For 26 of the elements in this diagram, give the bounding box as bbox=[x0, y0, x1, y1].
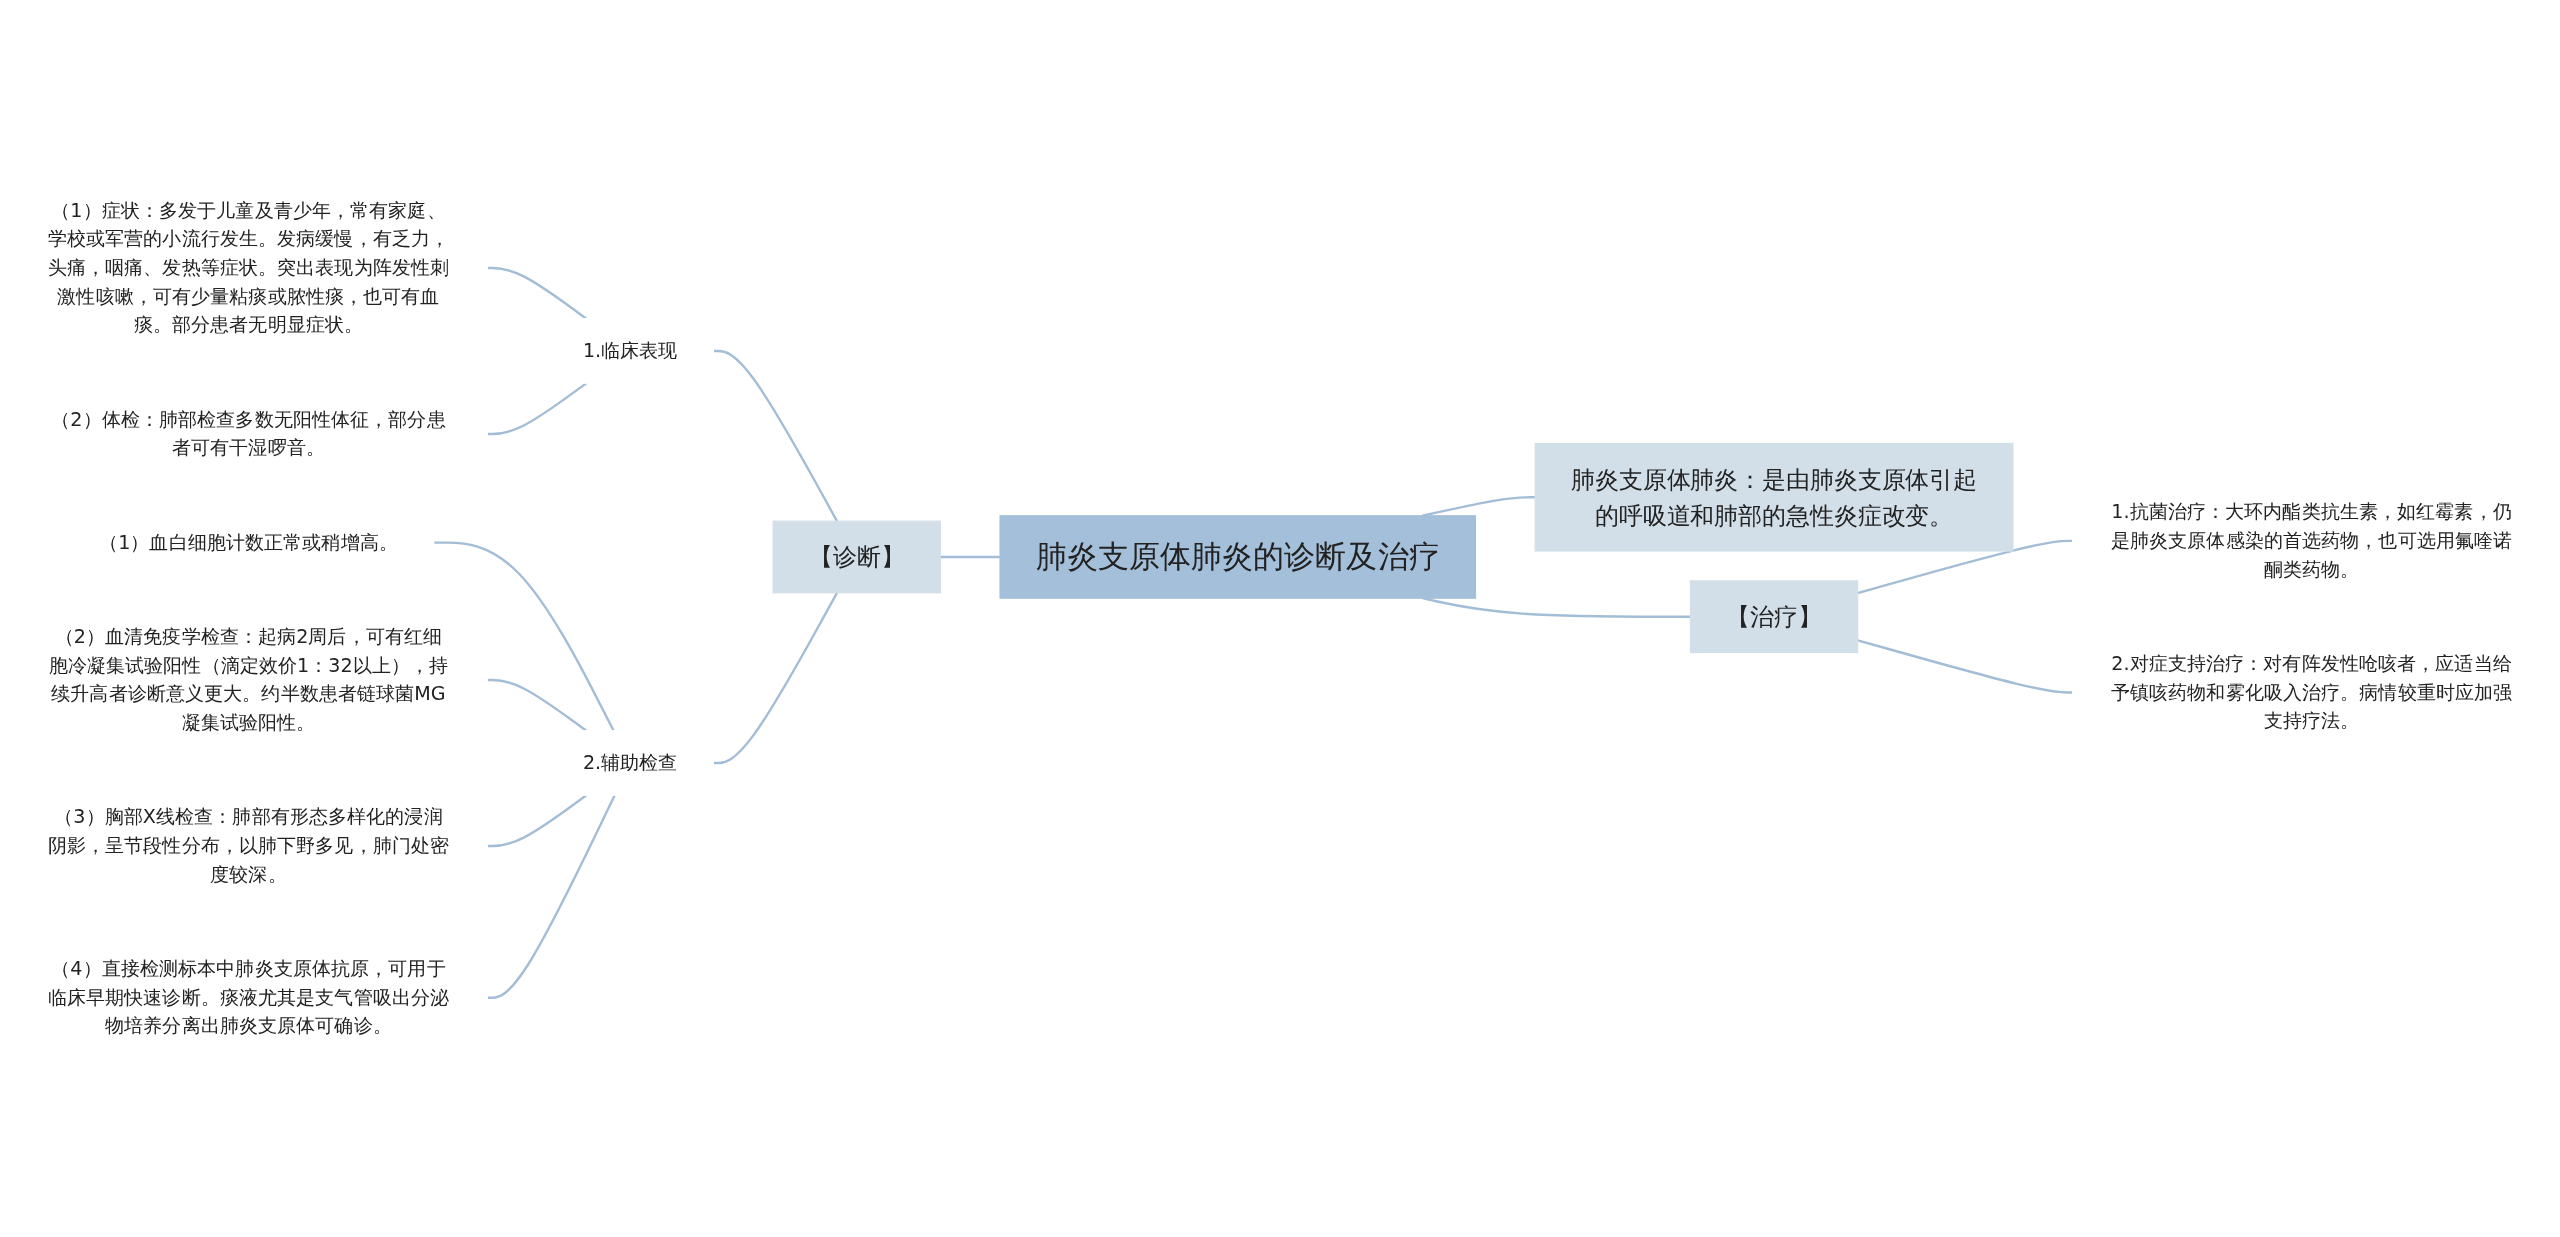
node-text: 1.抗菌治疗：大环内酯类抗生素，如红霉素，仍是肺炎支原体感染的首选药物，也可选用氟喹诺酮类药物。 bbox=[2110, 500, 2513, 581]
node-box: 肺炎支原体肺炎：是由肺炎支原体引起的呼吸道和肺部的急性炎症改变。 bbox=[1534, 442, 2014, 552]
node-text: （1）症状：多发于儿童及青少年，常有家庭、学校或军营的小流行发生。发病缓慢，有乏力，头痛，咽痛、发热等症状。突出表现为阵发性刺激性咳嗽，可有少量粘痰或脓性痰，也可有血痰。部分患者无明显症状。 bbox=[47, 198, 450, 337]
node-text: 1.临床表现 bbox=[582, 339, 678, 362]
connector bbox=[487, 678, 587, 732]
node-text: （3）胸部X线检查：肺部有形态多样化的浸润阴影，呈节段性分布，以肺下野多见，肺门处密度较深。 bbox=[47, 805, 450, 886]
node-box: 肺炎支原体肺炎的诊断及治疗 bbox=[999, 515, 1477, 599]
node-box: 【治疗】 bbox=[1689, 580, 1859, 654]
connector bbox=[487, 266, 587, 320]
connector bbox=[487, 382, 587, 436]
connector bbox=[487, 794, 616, 999]
connector bbox=[1857, 639, 2073, 694]
connector bbox=[487, 794, 587, 848]
node-text: （1）血白细胞计数正常或稍增高。 bbox=[99, 530, 398, 554]
node-text: （2）体检：肺部检查多数无阳性体征，部分患者可有干湿啰音。 bbox=[51, 407, 446, 460]
connector bbox=[713, 592, 839, 765]
node-text: （2）血清免疫学检查：起病2周后，可有红细胞冷凝集试验阳性（滴定效价1：32以上），持续升高者诊断意义更大。约半数患者链球菌MG凝集试验阳性。 bbox=[48, 625, 449, 734]
node-box: 【诊断】 bbox=[772, 520, 941, 594]
connector bbox=[1857, 539, 2073, 595]
connector bbox=[940, 555, 1001, 559]
node-text: （4）直接检测标本中肺炎支原体抗原，可用于临床早期快速诊断。痰液尤其是支气管吸出分泌物培养分离出肺炎支原体可确诊。 bbox=[47, 957, 450, 1038]
node-text: 2.对症支持治疗：对有阵发性呛咳者，应适当给予镇咳药物和雾化吸入治疗。病情较重时应加强支持疗法。 bbox=[2110, 651, 2513, 732]
connector bbox=[1422, 496, 1536, 517]
connector bbox=[713, 349, 839, 522]
connector bbox=[433, 541, 615, 732]
node-text: 2.辅助检查 bbox=[582, 751, 678, 774]
